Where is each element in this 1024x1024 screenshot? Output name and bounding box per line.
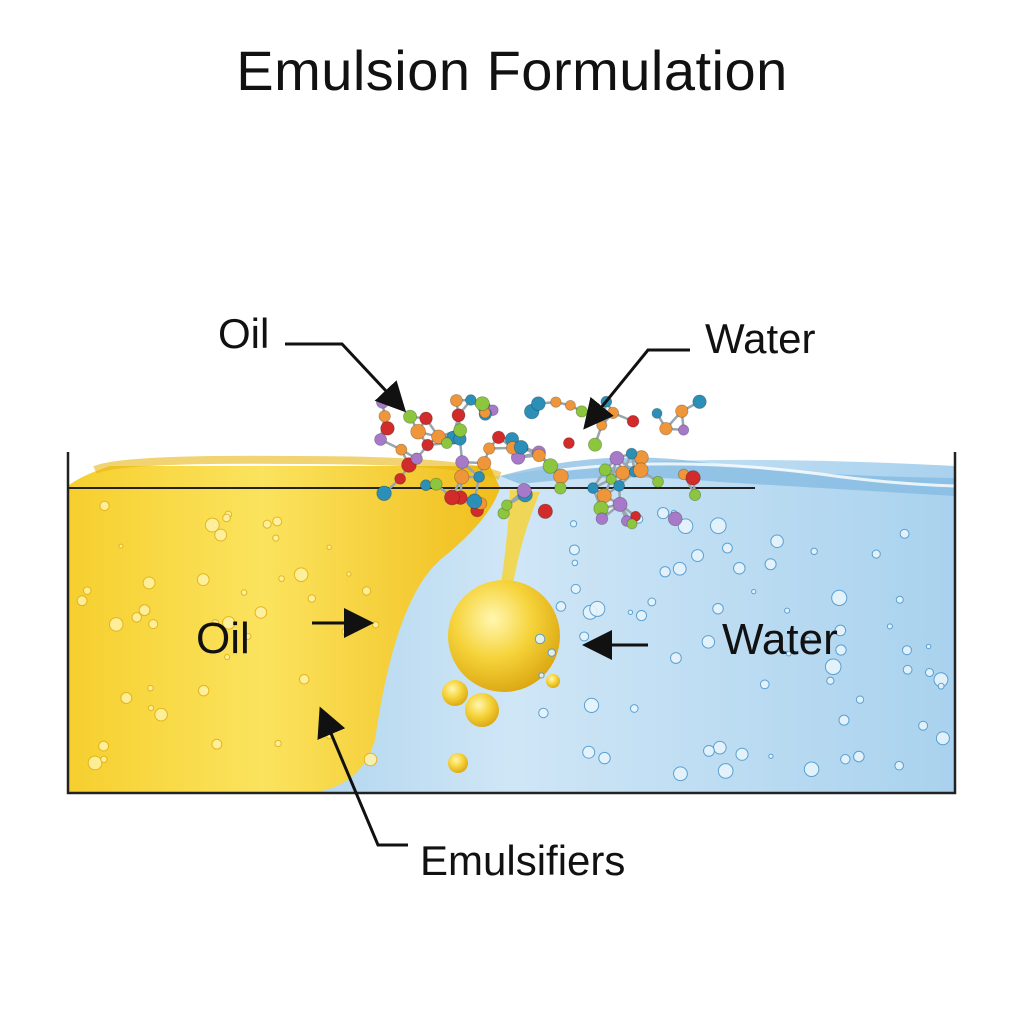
label-emulsifiers: Emulsifiers: [420, 837, 626, 884]
arrow-emulsifiers: [317, 706, 408, 847]
arrow-oil-top: [285, 342, 407, 413]
label-water-top: Water: [705, 315, 816, 362]
oil-droplet-small: [465, 693, 499, 727]
oil-droplet: [448, 580, 560, 692]
oil-droplet-small: [546, 674, 560, 688]
oil-droplet-small: [442, 680, 468, 706]
diagram-title: Emulsion Formulation: [236, 39, 788, 102]
droplet-stem: [500, 490, 540, 590]
oil-phase: [68, 466, 500, 793]
label-oil-top: Oil: [218, 310, 270, 357]
label-oil-phase: Oil: [196, 614, 250, 663]
container-outline: [66, 452, 957, 795]
oil-droplet-small: [448, 753, 468, 773]
arrow-water-top: [583, 348, 690, 430]
label-water-phase: Water: [722, 615, 838, 664]
